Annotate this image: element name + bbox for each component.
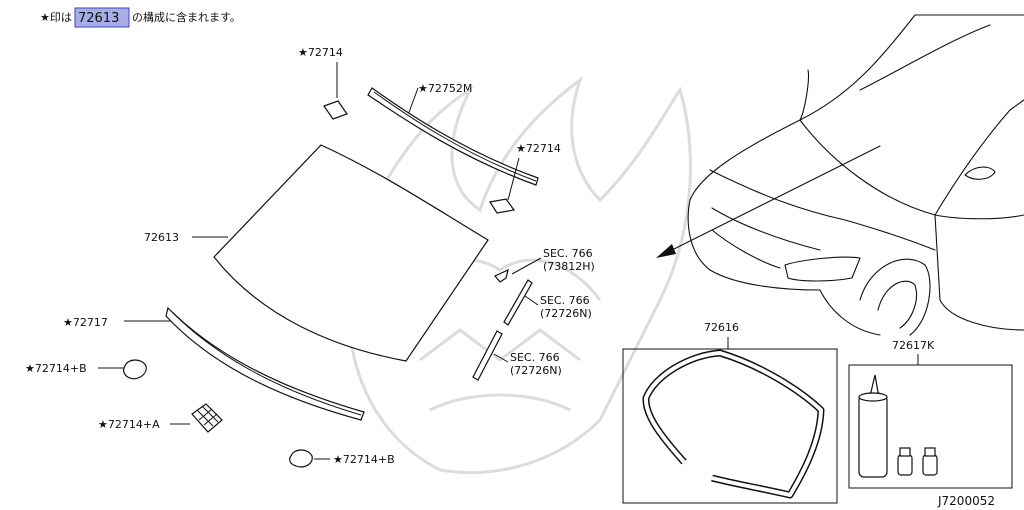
leader-72752M — [407, 87, 419, 116]
label-72717[interactable]: ★72717 — [63, 316, 108, 329]
direction-arrow-line — [659, 145, 881, 257]
strip-72726N-lower — [472, 330, 503, 381]
box-72616 — [622, 348, 838, 504]
label-sec-766-b[interactable]: SEC. 766 — [540, 294, 590, 307]
molding-72752M — [367, 87, 539, 186]
label-sec-766-b-code[interactable]: (72726N) — [540, 307, 592, 320]
leader-72714-mid — [507, 157, 520, 201]
sec-766-72726N-lower-group[interactable]: SEC. 766 (72726N) — [472, 330, 562, 381]
pad-72714A — [191, 403, 223, 433]
part-72714-mid-group[interactable]: ★72714 — [489, 142, 561, 214]
clip-72714B-bottom — [289, 449, 313, 468]
part-72616-group[interactable]: 72616 — [622, 321, 838, 504]
note-suffix: の構成に含まれます。 — [132, 10, 241, 24]
label-72613[interactable]: 72613 — [144, 231, 179, 244]
leader-sec-766-c — [493, 353, 509, 363]
diagram-id: J7200052 — [937, 494, 995, 508]
clip-72714-top — [323, 100, 348, 120]
molding-72717-inner — [171, 311, 362, 416]
part-72752M-group[interactable]: ★72752M — [367, 82, 539, 186]
part-72714-top-group[interactable]: ★72714 — [298, 46, 348, 120]
label-72714-top[interactable]: ★72714 — [298, 46, 343, 59]
part-72617K-group[interactable]: 72617K — [848, 339, 1013, 489]
note-prefix: ★印は — [40, 11, 72, 24]
car-illustration — [656, 14, 1024, 336]
label-72752M[interactable]: ★72752M — [418, 82, 472, 95]
header-note: ★印は 72613 の構成に含まれます。 — [40, 7, 241, 28]
label-72616[interactable]: 72616 — [704, 321, 739, 334]
clip-72714B-left — [123, 359, 147, 380]
label-72714B-bottom[interactable]: ★72714+B — [333, 453, 395, 466]
primer-bottle-1 — [897, 454, 913, 476]
sec-766-73812H-group[interactable]: SEC. 766 (73812H) — [494, 247, 595, 283]
part-72714B-left-group[interactable]: ★72714+B — [25, 359, 147, 380]
strip-72726N-upper — [503, 279, 533, 326]
direction-arrow-head — [656, 244, 676, 258]
label-sec-766-c-code[interactable]: (72726N) — [510, 364, 562, 377]
seal-72616 — [642, 349, 825, 499]
note-highlight-part[interactable]: 72613 — [78, 11, 119, 26]
sec-766-72726N-upper-group[interactable]: SEC. 766 (72726N) — [503, 279, 592, 326]
sensor-73812H — [494, 268, 509, 283]
part-72714B-bottom-group[interactable]: ★72714+B — [289, 449, 395, 468]
part-72613-group[interactable]: 72613 — [144, 144, 489, 362]
highlight-box[interactable] — [74, 7, 130, 28]
leader-sec-766-b — [524, 295, 539, 306]
part-72714A-group[interactable]: ★72714+A — [98, 403, 223, 433]
leader-sec-766-a — [511, 257, 542, 275]
label-72714B-left[interactable]: ★72714+B — [25, 362, 87, 375]
adhesive-tube — [858, 394, 888, 478]
box-72617K — [848, 364, 1013, 489]
label-72617K[interactable]: 72617K — [892, 339, 935, 352]
adhesive-nozzle — [866, 374, 882, 396]
primer-bottle-2 — [922, 454, 938, 476]
clip-72714-mid — [489, 198, 516, 214]
windshield-72613 — [213, 144, 489, 362]
label-sec-766-a-code[interactable]: (73812H) — [543, 260, 595, 273]
label-sec-766-a[interactable]: SEC. 766 — [543, 247, 593, 260]
molding-72752M-inner — [373, 91, 537, 182]
molding-72717 — [165, 306, 365, 421]
label-72714-mid[interactable]: ★72714 — [516, 142, 561, 155]
label-72714A[interactable]: ★72714+A — [98, 418, 160, 431]
part-72717-group[interactable]: ★72717 — [63, 306, 365, 421]
label-sec-766-c[interactable]: SEC. 766 — [510, 351, 560, 364]
